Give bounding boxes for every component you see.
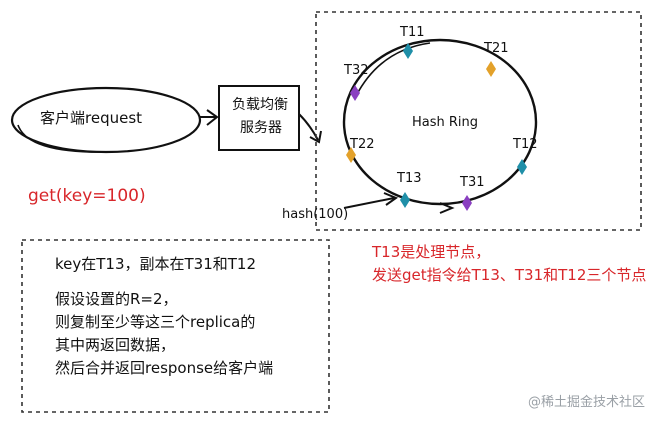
watermark: @稀土掘金技术社区 [528, 395, 646, 410]
direction-arrow-head [439, 202, 455, 214]
node-t12-label: T12 [513, 137, 538, 152]
coordinator-note-line1: T13是处理节点， [372, 243, 491, 261]
node-t12-marker [517, 159, 527, 175]
node-t31-marker [462, 195, 472, 211]
explanation-line: 然后合并返回response给客户端 [55, 359, 274, 377]
request-text: get(key=100) [28, 186, 146, 206]
explanation-line: key在T13，副本在T31和T12 [55, 255, 257, 273]
node-t13-label: T13 [397, 171, 422, 186]
load-balancer-line1: 负载均衡 [232, 97, 288, 113]
explanation-line: 假设设置的R=2， [55, 290, 178, 308]
node-t22-marker [346, 147, 356, 163]
explanation-line: 其中两返回数据， [55, 336, 176, 354]
node-t11-marker [403, 43, 413, 59]
node-t31-label: T31 [460, 175, 485, 190]
hash-arrow-head [383, 192, 399, 206]
node-t11-label: T11 [400, 25, 425, 40]
node-t32-marker [350, 85, 360, 101]
hash-ring-overlap [355, 42, 431, 97]
explanation-box [21, 239, 330, 413]
coordinator-note-line2: 发送get指令给T13、T31和T12三个节点 [372, 266, 647, 284]
node-t21-label: T21 [484, 41, 509, 56]
node-t32-label: T32 [344, 63, 369, 78]
hash-label: hash(100) [282, 207, 349, 222]
ring-container [315, 11, 642, 231]
load-balancer-line2: 服务器 [240, 120, 282, 136]
explanation-line [55, 276, 273, 288]
ring-title: Hash Ring [412, 115, 479, 130]
arrow-client-to-lb-head [206, 109, 219, 126]
hash-arrow [343, 197, 395, 209]
explanation-text: key在T13，副本在T31和T12 假设设置的R=2， 则复制至少等这三个re… [55, 253, 273, 380]
node-t21-marker [486, 61, 496, 77]
node-t22-label: T22 [350, 137, 375, 152]
arrow-lb-to-ring-head [309, 130, 322, 144]
client-label: 客户端request [40, 109, 143, 127]
client-ellipse-overlap [17, 124, 111, 153]
explanation-line: 则复制至少等这三个replica的 [55, 313, 256, 331]
load-balancer-box [218, 85, 300, 151]
node-t13-marker [400, 192, 410, 208]
arrow-lb-to-ring [298, 113, 319, 141]
